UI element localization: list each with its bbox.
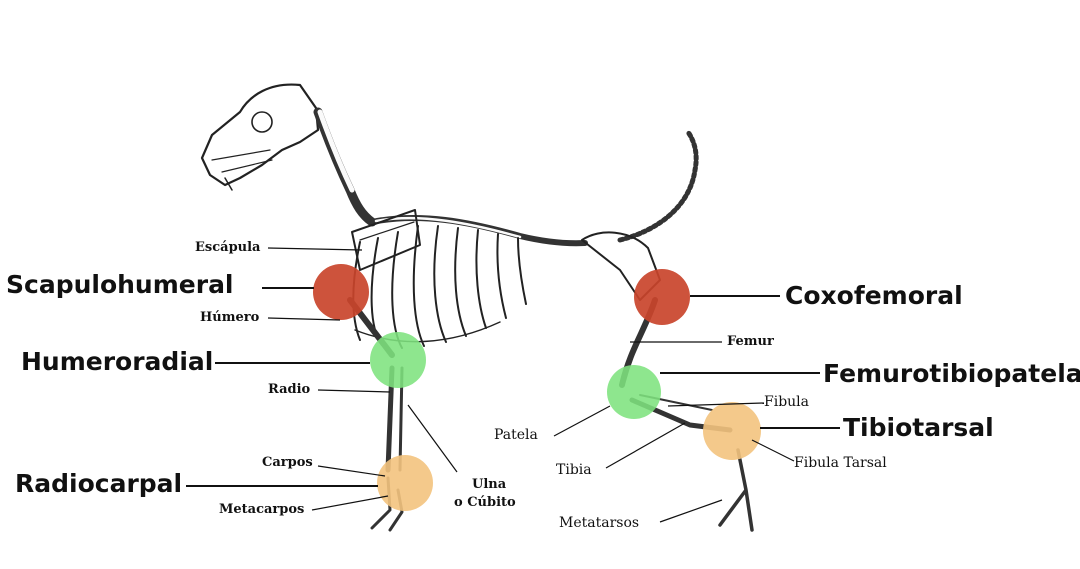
label-scapulohumeral: Scapulohumeral <box>6 270 234 299</box>
leader-metacarpos <box>311 495 389 511</box>
leader-fibula-tarsal <box>751 439 795 462</box>
label-radio: Radio <box>268 382 311 397</box>
label-ulna: Ulna <box>472 477 507 492</box>
label-radiocarpal: Radiocarpal <box>15 469 183 498</box>
label-fibula: Fibula <box>764 394 809 410</box>
leader-ulna <box>407 404 458 473</box>
leader-patela <box>553 405 611 437</box>
leader-fibula <box>667 402 765 407</box>
label-metacarpos: Metacarpos <box>219 502 305 517</box>
label-o-cubito: o Cúbito <box>454 495 516 510</box>
joint-circle-humeroradial <box>370 332 426 388</box>
joint-circle-tibiotarsal <box>703 402 761 460</box>
label-metatarsos: Metatarsos <box>559 515 640 531</box>
leader-humero <box>267 317 341 321</box>
leader-escapula <box>267 247 363 251</box>
joint-circle-radiocarpal <box>377 455 433 511</box>
label-humeroradial: Humeroradial <box>21 347 214 376</box>
leader-radio <box>317 389 391 393</box>
ribs <box>352 225 527 349</box>
label-tibia: Tibia <box>556 462 592 478</box>
leader-tibia <box>605 422 686 469</box>
label-femur: Femur <box>727 334 774 349</box>
leader-carpos <box>317 465 386 477</box>
leader-metatarsos <box>659 499 723 523</box>
label-escapula: Escápula <box>195 240 261 255</box>
label-tibiotarsal: Tibiotarsal <box>843 413 994 442</box>
joint-circle-femurotibiopatela <box>607 365 661 419</box>
label-coxofemoral: Coxofemoral <box>785 281 963 310</box>
metatarsus <box>718 448 754 532</box>
tail <box>617 129 699 243</box>
label-patela: Patela <box>494 427 538 443</box>
label-femurotibiopatela: Femurotibiopatela <box>823 359 1080 388</box>
label-humero: Húmero <box>200 310 260 325</box>
skull <box>200 83 320 187</box>
joint-circle-coxofemoral <box>634 269 690 325</box>
label-carpos: Carpos <box>262 455 313 470</box>
label-fibula-tarsal: Fibula Tarsal <box>794 455 887 471</box>
joint-circle-scapulohumeral <box>313 264 369 320</box>
